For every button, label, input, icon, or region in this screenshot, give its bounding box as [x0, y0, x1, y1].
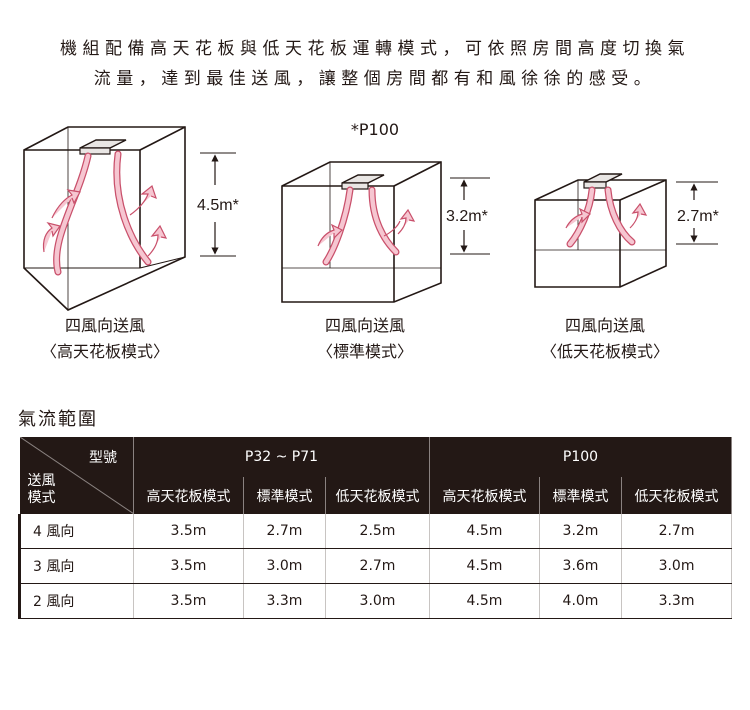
table-cell: 3.3m — [243, 583, 326, 619]
table-corner-header: 型號 送風 模式 — [19, 437, 134, 514]
airflow-range-table: 型號 送風 模式 P32 ~ P71 P100 高天花板模式 標準模式 低天花板… — [18, 437, 733, 619]
section-title: 氣流範圍 — [18, 409, 98, 430]
mode-header: 低天花板模式 — [621, 477, 733, 514]
model-tag: *P100 — [350, 120, 400, 139]
table-cell: 3.6m — [539, 548, 622, 584]
height-label-high: 4.5m* — [197, 197, 239, 214]
caption-standard-line2: 〈標準模式〉 — [316, 342, 413, 361]
row-label: 2 風向 — [18, 583, 134, 619]
table-cell: 4.5m — [429, 548, 540, 584]
table-cell: 2.7m — [243, 514, 326, 549]
corner-diagonal — [19, 437, 134, 514]
table-cell: 3.0m — [325, 583, 430, 619]
row-label: 3 風向 — [18, 548, 134, 584]
room-illustrations: 4.5m* 3.2m* 2.7m* — [23, 126, 719, 311]
intro-line-1: 機組配備高天花板與低天花板運轉模式，可依照房間高度切換氣 — [60, 39, 690, 59]
table-cell: 3.0m — [621, 548, 733, 584]
table-cell: 3.5m — [133, 548, 244, 584]
corner-mode-line1: 送風 — [27, 473, 56, 489]
caption-low-line2: 〈低天花板模式〉 — [540, 342, 669, 361]
group-header-p100: P100 — [429, 437, 733, 477]
caption-standard: 四風向送風 〈標準模式〉 — [290, 313, 440, 365]
height-label-low: 2.7m* — [677, 208, 719, 225]
mode-header: 標準模式 — [539, 477, 622, 514]
table-cell: 2.5m — [325, 514, 430, 549]
table-row: 4 風向 3.5m 2.7m 2.5m 4.5m 3.2m 2.7m — [18, 514, 733, 549]
table-cell: 3.0m — [243, 548, 326, 584]
caption-standard-line1: 四風向送風 — [324, 316, 405, 335]
intro-line-2: 流量，達到最佳送風，讓整個房間都有和風徐徐的感受。 — [93, 69, 657, 89]
room-standard — [281, 161, 490, 303]
table-row: 2 風向 3.5m 3.3m 3.0m 4.5m 4.0m 3.3m — [18, 583, 733, 619]
table-cell: 2.7m — [621, 514, 733, 549]
table-cell: 4.0m — [539, 583, 622, 619]
group-header-p32-p71: P32 ~ P71 — [133, 437, 430, 477]
table-row: 3 風向 3.5m 3.0m 2.7m 4.5m 3.6m 3.0m — [18, 548, 733, 584]
table-cell: 3.2m — [539, 514, 622, 549]
caption-high-line1: 四風向送風 — [64, 316, 145, 335]
caption-high-line2: 〈高天花板模式〉 — [40, 342, 169, 361]
mode-header: 低天花板模式 — [325, 477, 430, 514]
mode-header: 標準模式 — [243, 477, 326, 514]
caption-low-line1: 四風向送風 — [564, 316, 645, 335]
table-cell: 4.5m — [429, 583, 540, 619]
room-high-ceiling — [23, 126, 236, 311]
room-low-ceiling — [534, 173, 718, 288]
height-label-standard: 3.2m* — [446, 208, 488, 225]
table-cell: 2.7m — [325, 548, 430, 584]
caption-high-ceiling: 四風向送風 〈高天花板模式〉 — [30, 313, 180, 365]
table-cell: 3.5m — [133, 514, 244, 549]
corner-model-label: 型號 — [89, 450, 117, 466]
mode-header: 高天花板模式 — [133, 477, 244, 514]
caption-low-ceiling: 四風向送風 〈低天花板模式〉 — [525, 313, 685, 365]
corner-mode-label: 送風 模式 — [28, 473, 56, 507]
mode-header: 高天花板模式 — [429, 477, 540, 514]
corner-mode-line2: 模式 — [27, 490, 56, 506]
table-cell: 4.5m — [429, 514, 540, 549]
row-label: 4 風向 — [18, 514, 134, 549]
table-cell: 3.5m — [133, 583, 244, 619]
table-cell: 3.3m — [621, 583, 733, 619]
